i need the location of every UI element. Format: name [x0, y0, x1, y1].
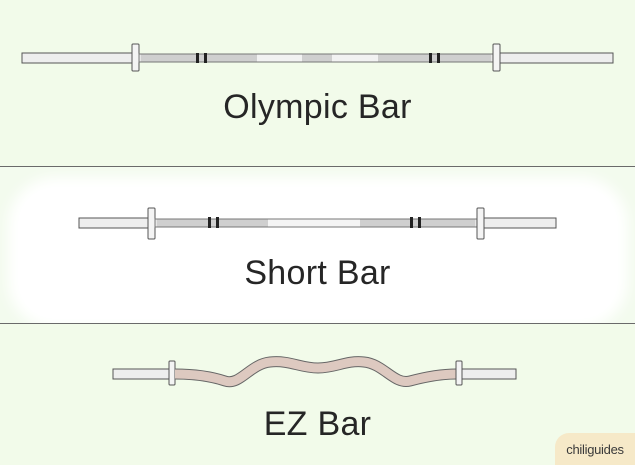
short-bar-illustration: [78, 207, 557, 240]
olympic-bar-caption: Olympic Bar: [223, 88, 412, 126]
short-bar-caption: Short Bar: [244, 254, 391, 292]
ez-bar-illustration: [112, 356, 517, 388]
olympic-bar-illustration: [21, 43, 614, 72]
section-divider: [0, 323, 635, 324]
highlight-background: [18, 187, 618, 319]
brand-logo: chiliguides: [555, 433, 635, 465]
short-bar-panel: Short Bar: [0, 167, 635, 323]
olympic-bar-panel: Olympic Bar: [0, 0, 635, 166]
ez-bar-caption: EZ Bar: [263, 405, 372, 443]
section-divider: [0, 166, 635, 167]
ez-bar-panel: EZ Bar: [0, 324, 635, 465]
